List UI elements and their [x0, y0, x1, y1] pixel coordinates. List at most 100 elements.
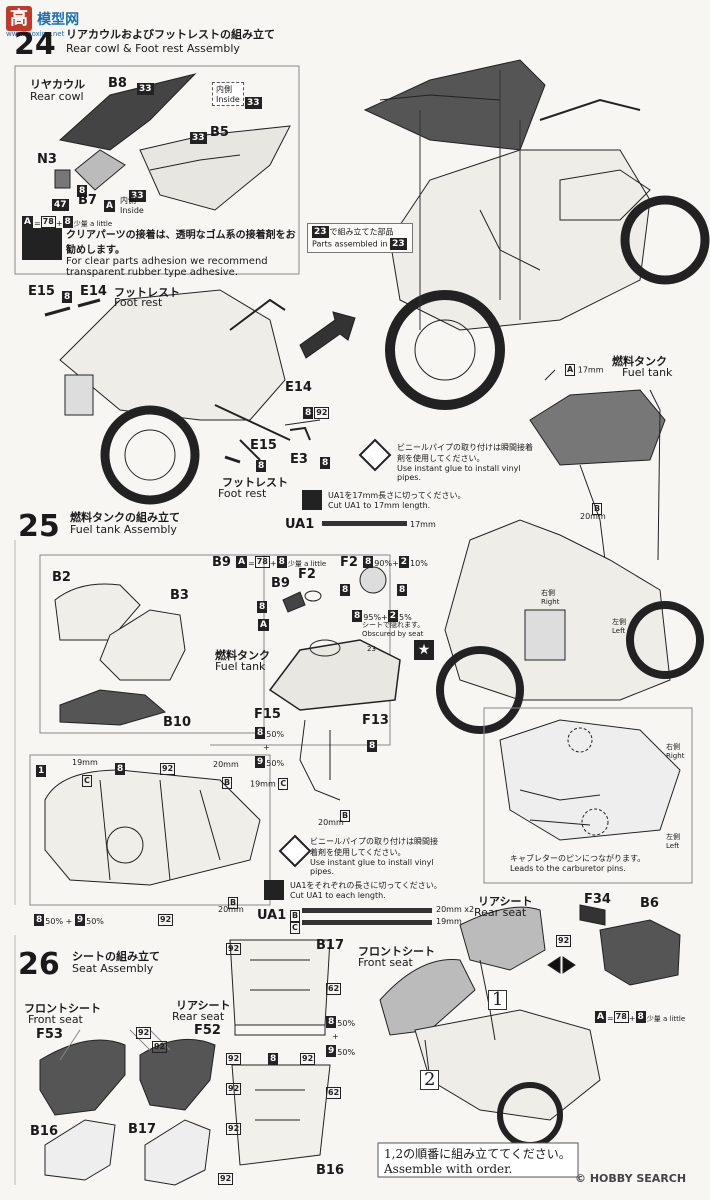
part-b6: B6 — [640, 896, 659, 911]
f2-mix-p1: 8 — [363, 555, 374, 568]
rear-cowl-jp: リヤカウル — [30, 78, 85, 91]
clear-parts-note-jp: クリアパーツの接着は、透明なゴム系の接着剤をお勧めします。 — [66, 230, 296, 256]
part-n3: N3 — [37, 152, 57, 167]
s26-mix-v1: 78 — [613, 1010, 629, 1023]
part-f13: F13 — [362, 713, 389, 728]
mix-plus: + — [55, 219, 63, 228]
obscured-note: シートで隠れます。 Obscured by seat — [362, 620, 424, 638]
pipe-c-letter: C — [278, 778, 289, 790]
part-f15: F15 — [254, 707, 281, 722]
rear-cowl-en: Rear cowl — [30, 90, 84, 103]
color-a: A — [104, 199, 115, 212]
step-26-title-jp: シートの組み立て — [72, 950, 160, 963]
watermark-bottom: © HOBBY SEARCH — [575, 1172, 686, 1185]
part-e14-bottom: E14 — [285, 380, 312, 395]
part-b17-left: B17 — [128, 1122, 156, 1137]
rear-seat-en: Rear seat — [172, 1010, 225, 1023]
inside-jp-2: 内側 — [120, 196, 136, 205]
color-8-fb-c: 8 — [320, 456, 331, 469]
front-seat-jp: フロントシート — [24, 1002, 101, 1015]
wm-copyright: © — [575, 1172, 586, 1185]
clear-parts-note-en: For clear parts adhesion we recommend tr… — [66, 256, 268, 278]
detail-8: 8 — [115, 762, 126, 775]
mix95-pct1: 95% — [363, 613, 382, 622]
color-8-b9: 8 — [257, 600, 268, 613]
order-1: 1 — [488, 990, 508, 1010]
color-a-b9: A — [258, 618, 269, 631]
color-33-b: 33 — [245, 96, 262, 109]
cut-icon-24 — [302, 490, 322, 510]
c-mix1: 8 — [326, 1015, 337, 1028]
color-8-f2-l: 8 — [340, 583, 351, 596]
s26-mix-plus: + — [628, 1014, 636, 1023]
order-2: 2 — [420, 1070, 440, 1090]
step-26-number: 26 — [18, 947, 60, 982]
pipe-c-mm: 19mm — [250, 779, 276, 789]
detail-left-en: Left — [666, 842, 680, 850]
glue-icon — [22, 228, 62, 260]
c-62a: 62 — [326, 982, 342, 995]
footrest-bottom-jp: フットレスト — [222, 476, 288, 489]
part-b16-left: B16 — [30, 1124, 58, 1139]
s26-mix-v2: 8 — [635, 1010, 646, 1023]
c-62b: 62 — [326, 1086, 342, 1099]
detail-right-en: Right — [666, 752, 685, 760]
left-jp: 左側 — [612, 618, 626, 626]
c-mix2: 9 — [326, 1044, 337, 1057]
assembled-num-2: 23 — [390, 238, 407, 250]
mix-a: A — [22, 215, 33, 228]
step-26-title-en: Seat Assembly — [72, 962, 154, 975]
ua1-bar-24 — [322, 521, 407, 526]
color-92-seat-a: 92 — [136, 1026, 152, 1039]
c-pct1: 50% — [337, 1019, 356, 1028]
b9-mix-v1: 78 — [254, 555, 270, 568]
step-25-title-en: Fuel tank Assembly — [70, 523, 177, 536]
part-f52: F52 — [194, 1023, 221, 1038]
inside-jp: 内側 — [216, 85, 232, 94]
f15-mix-p1: 8 — [255, 726, 266, 739]
step-25-title-jp: 燃料タンクの組み立て — [70, 511, 180, 524]
order-jp: 1,2の順番に組み立ててください。 — [384, 1147, 571, 1161]
f15-mix-pct1: 50% — [266, 730, 285, 739]
inside-en: Inside — [216, 95, 240, 104]
color-92-f34: 92 — [556, 934, 572, 947]
part-e15-top: E15 — [28, 284, 55, 299]
step-25-number: 25 — [18, 509, 60, 544]
vinyl-jp-25: ビニールパイプの取り付けは瞬間接着剤を使用してください。 — [310, 837, 438, 857]
detail-20mm-b: 20mm — [218, 905, 244, 914]
c-92d: 92 — [226, 1082, 242, 1095]
cut-note-24: UA1を17mm長さに切ってください。 Cut UA1 to 17mm leng… — [328, 490, 466, 510]
detail-20mm: 20mm — [213, 760, 239, 769]
rear-seat-right-jp: リアシート — [478, 895, 533, 908]
tank-a-label: A 17mm — [565, 364, 604, 376]
fuel-tank-right-jp: 燃料タンク — [612, 355, 667, 368]
color-8-footrest-top: 8 — [62, 290, 73, 303]
watermark-logo: 高 — [6, 6, 32, 31]
watermark-site: 模型网 — [37, 12, 80, 28]
color-92-seat-b: 92 — [152, 1040, 168, 1053]
obscured-jp: シートで隠れます。 — [362, 621, 425, 629]
mix95-pct2: 5% — [399, 613, 412, 622]
part-e14-top: E14 — [80, 284, 107, 299]
pipe-c-len: 19mm C — [250, 778, 289, 790]
cut-note-25: UA1をそれぞれの長さに切ってください。 Cut UA1 to each len… — [290, 880, 442, 900]
b9-mix-label: B9 — [212, 555, 231, 570]
step-24-title-jp: リアカウルおよびフットレストの組み立て — [66, 28, 275, 41]
assembled-jp: で組み立てた部品 — [329, 227, 394, 237]
inside-en-2: Inside — [120, 206, 144, 215]
c-92a: 92 — [226, 942, 242, 955]
left-en: Left — [612, 627, 626, 635]
detail-mix-9: 9 — [74, 913, 86, 926]
tank-a-letter: A — [565, 364, 576, 376]
step-24-number: 24 — [14, 27, 56, 62]
part-b8: B8 — [108, 76, 127, 91]
front-seat-en: Front seat — [28, 1013, 83, 1026]
color-33-c: 33 — [190, 131, 207, 144]
part-b10: B10 — [163, 715, 191, 730]
